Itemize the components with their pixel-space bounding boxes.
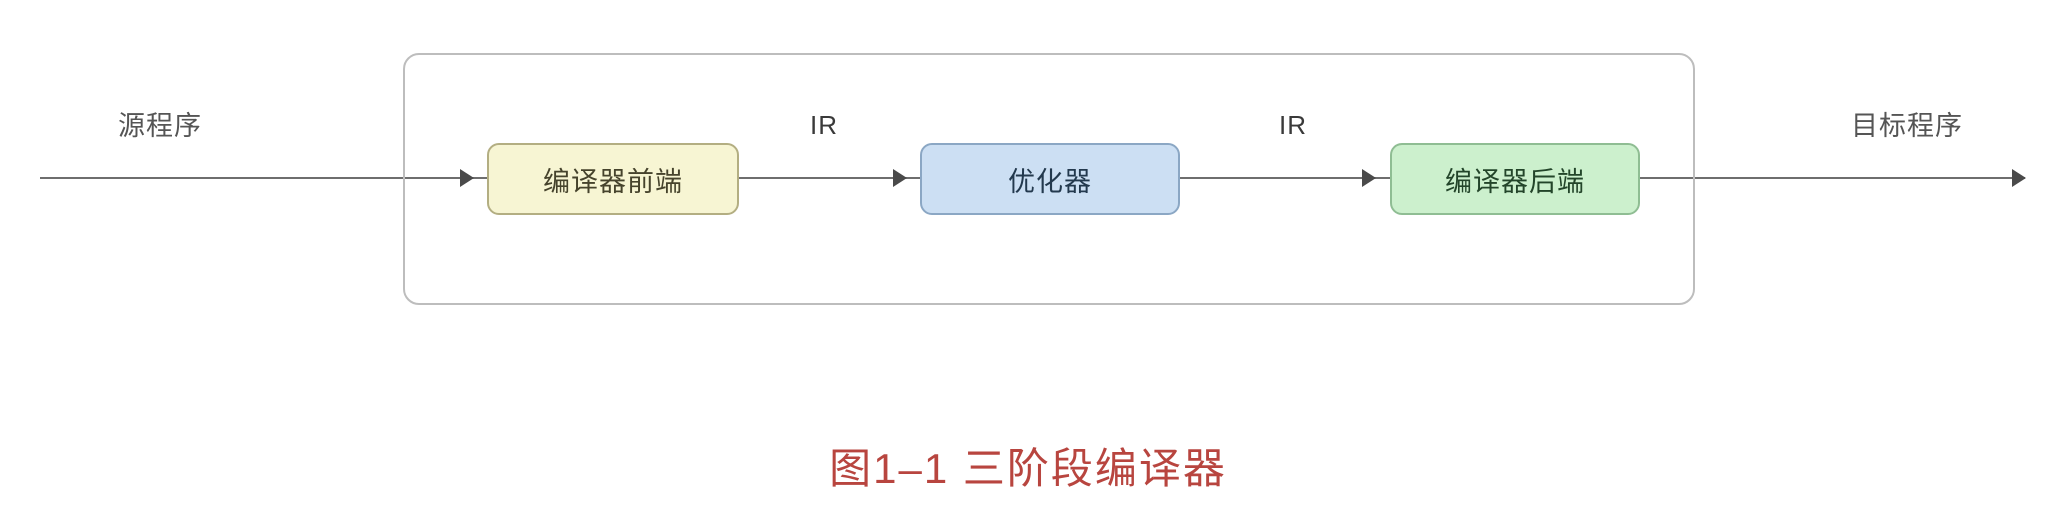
compiler-group-container [403,53,1695,305]
stage-box-optimizer[interactable]: 优化器 [920,143,1180,215]
figure-caption: 图1–1 三阶段编译器 [829,445,1227,492]
target-program-label: 目标程序 [1851,111,1963,141]
arrowhead-output [2012,169,2026,187]
stage-box-compiler-frontend[interactable]: 编译器前端 [487,143,739,215]
ir-label-frontend-to-optimizer: IR [810,110,838,140]
arrowhead-into-optimizer [893,169,907,187]
stage-label-compiler-backend: 编译器后端 [1445,166,1585,197]
arrowhead-into-frontend [460,169,474,187]
arrowhead-into-backend [1362,169,1376,187]
ir-label-optimizer-to-backend: IR [1279,110,1307,140]
source-program-label: 源程序 [118,111,202,141]
stage-label-compiler-frontend: 编译器前端 [543,166,683,197]
stage-box-compiler-backend[interactable]: 编译器后端 [1390,143,1640,215]
stage-label-optimizer: 优化器 [1008,166,1092,197]
